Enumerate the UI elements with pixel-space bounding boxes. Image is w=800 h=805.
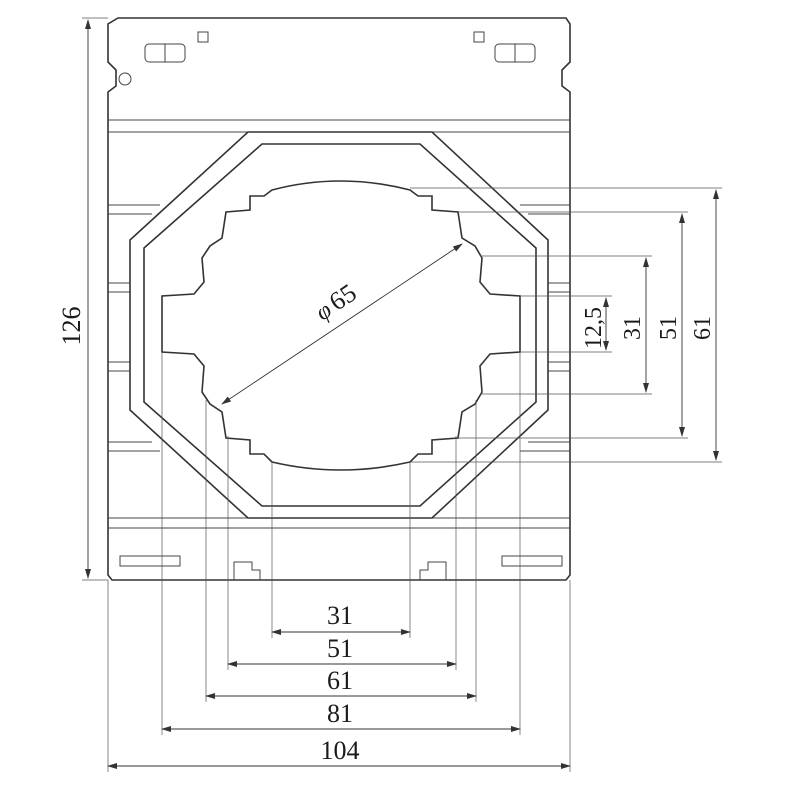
- label-width-51: 51: [327, 634, 353, 663]
- label-diameter-group: φ 65: [311, 278, 361, 326]
- label-height-31: 31: [620, 316, 646, 340]
- label-width-81: 81: [327, 699, 353, 728]
- housing-outline: [107, 17, 571, 581]
- octagon-frame-inner: [143, 143, 537, 507]
- bottom-left-slot: [119, 555, 181, 567]
- transformer-housing: [107, 17, 571, 581]
- label-height-61: 61: [690, 316, 716, 340]
- side-ribs: [108, 204, 570, 452]
- label-height-51: 51: [656, 316, 682, 340]
- mounting-hole: [118, 72, 132, 86]
- primary-conductor-window: [161, 180, 521, 471]
- extension-lines: [82, 17, 722, 772]
- octagon-frame-outer: [129, 131, 549, 519]
- bottom-right-slot: [501, 555, 563, 567]
- mounting-features: [118, 31, 563, 580]
- label-width-104: 104: [321, 736, 360, 765]
- label-height-12-5: 12,5: [581, 307, 607, 349]
- label-height-126: 126: [57, 307, 86, 346]
- bottom-right-notch: [419, 561, 447, 580]
- label-width-31: 31: [327, 601, 353, 630]
- bottom-left-notch: [233, 561, 261, 580]
- label-width-61: 61: [327, 666, 353, 695]
- dimension-lines: [85, 19, 719, 769]
- dim-line-diameter: [221, 243, 463, 405]
- top-left-square: [197, 31, 209, 43]
- top-right-square: [473, 31, 485, 43]
- dimension-labels: 126 31 51 61 81 104 12,5 31 51 61 φ 65: [57, 278, 716, 765]
